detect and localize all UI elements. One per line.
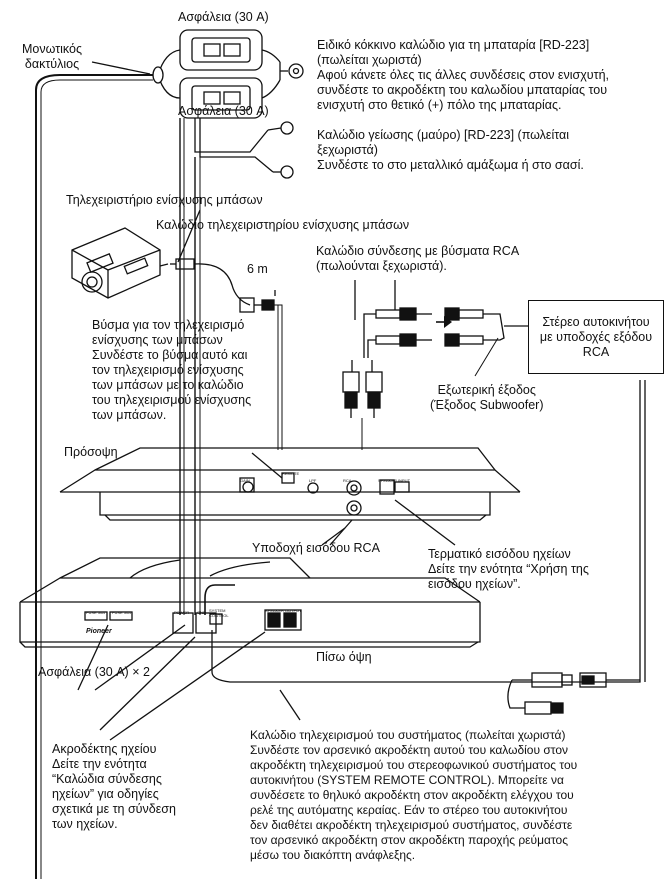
rear-power-text: POWER	[174, 610, 190, 615]
rca-input-label: Υποδοχή εισόδου RCA	[252, 541, 380, 555]
red-cable-note: Ειδικό κόκκινο καλώδιο για τη μπαταρία […	[317, 38, 609, 112]
bass-plug-note: Βύσμα για τον τηλεχειρισμό ενίσχυσης των…	[92, 318, 252, 422]
bass-remote-unit	[71, 227, 161, 299]
rca-cable	[342, 280, 528, 450]
rca-cable-label: Καλώδιο σύνδεσης με βύσματα RCA (πωλούντ…	[316, 244, 520, 273]
amplifier-rear	[19, 557, 481, 648]
rear-control-text: CONTROL	[209, 613, 229, 618]
ground-cable	[194, 118, 294, 179]
rear-leaders	[77, 624, 301, 741]
bass-remote-cable-label: Καλώδιο τηλεχειριστηρίου ενίσχυσης μπάσω…	[156, 218, 410, 232]
bass-remote-cable	[159, 209, 283, 450]
rear-fuse-1-text: FUSE 30A	[86, 610, 105, 615]
speaker-input-note: Τερματικό εισόδου ηχείων Δείτε την ενότη…	[428, 547, 589, 591]
front-lpf-text: LPF	[309, 478, 317, 483]
fuse-middle-label: Ασφάλεια (30 A)	[178, 104, 269, 118]
brand-logo-text: Pioneer	[86, 628, 112, 635]
rear-ground-text: GND	[197, 610, 206, 615]
front-speaker-input-text: SPEAKER INPUT	[378, 478, 411, 483]
rear-view-label: Πίσω όψη	[316, 650, 372, 664]
rear-cables	[179, 118, 646, 683]
fuse-holder-top	[179, 29, 263, 71]
fuses-x2-label: Ασφάλεια (30 A) × 2	[38, 665, 150, 679]
rear-speaker-output-text: SPEAKER OUTPUT	[265, 608, 302, 613]
speaker-terminal-note: Ακροδέκτης ηχείου Δείτε την ενότητα “Καλ…	[52, 742, 176, 831]
front-leaders	[251, 452, 456, 546]
rear-system-text: SYSTEM	[209, 608, 226, 613]
external-output-label: Εξωτερική έξοδος (Έξοδος Subwoofer)	[430, 383, 544, 412]
rear-fuse-2-text: FUSE 30A	[112, 610, 131, 615]
system-remote-note: Καλώδιο τηλεχειρισμού του συστήματος (πω…	[250, 728, 578, 862]
system-remote-connectors	[507, 672, 640, 715]
front-remote-text: REMOTE	[282, 471, 300, 476]
cable-length-label: 6 m	[247, 262, 268, 276]
bass-remote-label: Τηλεχειριστήριο ενίσχυσης μπάσων	[66, 193, 263, 207]
fuse-top-label: Ασφάλεια (30 A)	[178, 10, 269, 24]
front-gain-text: GAIN	[240, 478, 250, 483]
insulating-ring-label: Μονωτικός δακτύλιος	[22, 42, 82, 71]
amplifier-front	[59, 447, 521, 521]
car-stereo-box: Στέρεο αυτοκινήτου με υποδοχές εξόδου RC…	[528, 300, 664, 374]
ground-cable-note: Καλώδιο γείωσης (μαύρο) [RD-223] (πωλείτ…	[317, 128, 584, 172]
front-view-label: Πρόσοψη	[64, 445, 118, 459]
insulating-ring	[35, 61, 164, 880]
front-rca-text: RCA	[343, 478, 352, 483]
car-stereo-label: Στέρεο αυτοκινήτου με υποδοχές εξόδου RC…	[539, 315, 653, 359]
